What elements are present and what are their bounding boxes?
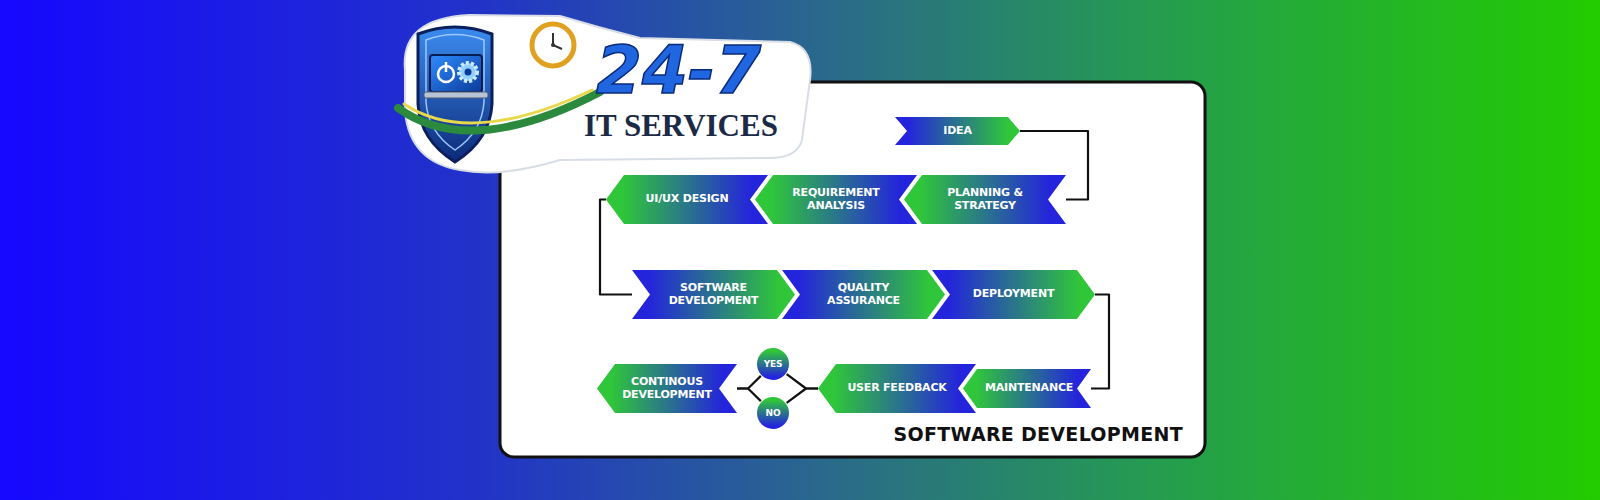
connector-line bbox=[737, 376, 761, 389]
connector-line bbox=[1091, 295, 1109, 389]
logo-illustration bbox=[398, 15, 811, 172]
node-label: MAINTENANCE bbox=[985, 382, 1069, 395]
process-chevron: UI/UX DESIGN bbox=[606, 175, 768, 224]
chevron-fill bbox=[895, 117, 1020, 145]
chevron-fill bbox=[597, 364, 737, 413]
logo-text: IT SERVICES bbox=[584, 110, 778, 141]
process-chevron: IDEA bbox=[895, 117, 1020, 145]
process-chevron: MAINTENANCE bbox=[963, 369, 1091, 408]
chevron-fill bbox=[755, 175, 917, 224]
panel-frame bbox=[500, 82, 1205, 457]
decision-circle: YES bbox=[756, 347, 790, 381]
process-chevron: USER FEEDBACK bbox=[818, 364, 976, 413]
node-label: USER FEEDBACK bbox=[847, 382, 946, 395]
node-label: NO bbox=[766, 408, 781, 418]
logo-text: 24-7 bbox=[596, 38, 761, 104]
decision-circle: NO bbox=[756, 396, 790, 430]
chevron-fill bbox=[904, 175, 1066, 224]
chevron-fill bbox=[782, 270, 945, 319]
process-chevron: CONTINOUS DEVELOPMENT bbox=[597, 364, 737, 413]
node-label: YES bbox=[764, 359, 783, 369]
node-label: DEPLOYMENT bbox=[973, 288, 1054, 301]
node-label: PLANNING & STRATEGY bbox=[927, 187, 1043, 212]
chevron-fill bbox=[818, 364, 976, 413]
diagram-title: SOFTWARE DEVELOPMENT bbox=[894, 423, 1184, 445]
chevron-fill bbox=[632, 270, 795, 319]
connector-line bbox=[737, 389, 761, 402]
chevron-fill bbox=[932, 270, 1095, 319]
process-chevron: PLANNING & STRATEGY bbox=[904, 175, 1066, 224]
process-chevron: REQUIREMENT ANALYSIS bbox=[755, 175, 917, 224]
circle-fill bbox=[757, 397, 789, 429]
connector-line bbox=[787, 374, 818, 388]
process-chevron: QUALITY ASSURANCE bbox=[782, 270, 945, 319]
node-label: IDEA bbox=[943, 125, 971, 138]
process-chevron: DEPLOYMENT bbox=[932, 270, 1095, 319]
node-label: QUALITY ASSURANCE bbox=[805, 282, 922, 307]
chevron-fill bbox=[963, 369, 1091, 408]
node-label: SOFTWARE DEVELOPMENT bbox=[655, 282, 772, 307]
connector-line bbox=[787, 389, 818, 403]
node-label: REQUIREMENT ANALYSIS bbox=[778, 187, 894, 212]
chevron-fill bbox=[606, 175, 768, 224]
circle-fill bbox=[757, 348, 789, 380]
node-label: UI/UX DESIGN bbox=[646, 193, 729, 206]
node-label: CONTINOUS DEVELOPMENT bbox=[620, 376, 714, 401]
process-chevron: SOFTWARE DEVELOPMENT bbox=[632, 270, 795, 319]
